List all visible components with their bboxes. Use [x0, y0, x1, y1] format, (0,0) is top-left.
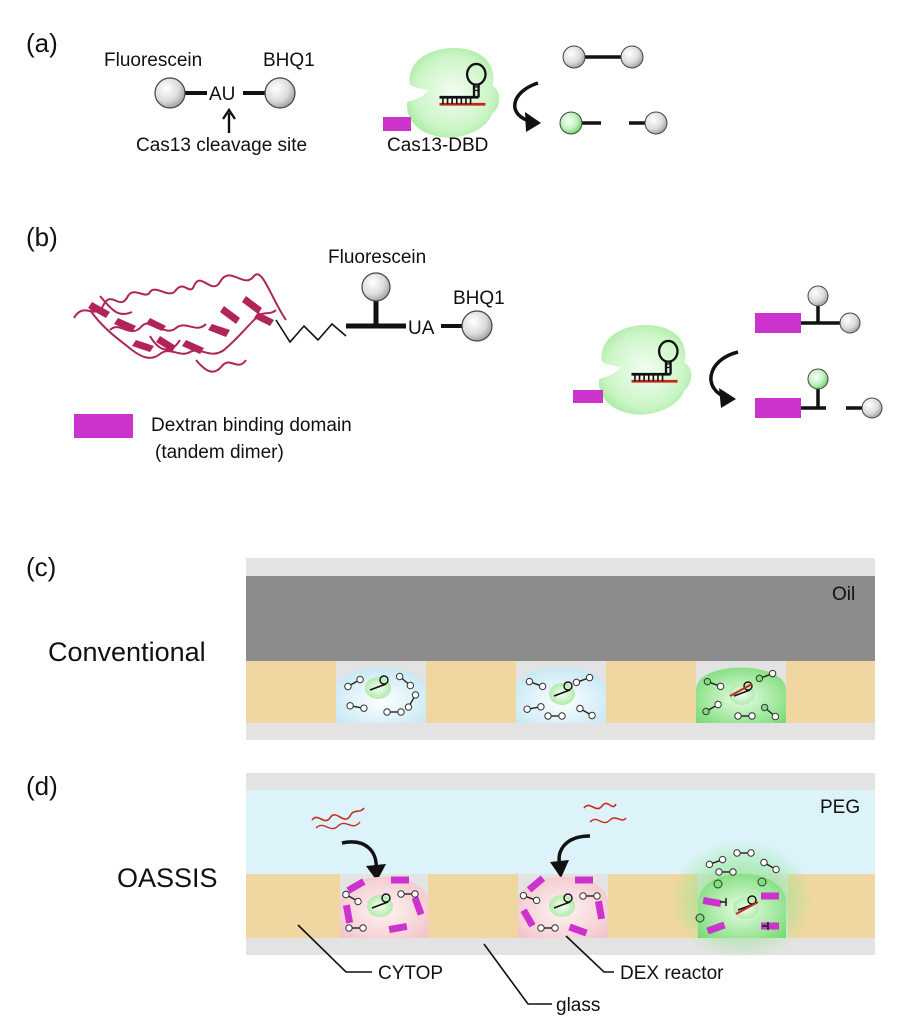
beta-strands	[88, 296, 274, 354]
dex-reactor-2	[518, 875, 608, 938]
panel-b-label: (b)	[26, 222, 58, 252]
cleavage-site-label: Cas13 cleavage site	[136, 135, 307, 156]
oassis-title: OASSIS	[117, 863, 218, 893]
cas13-enzyme-a	[405, 46, 501, 139]
target-rna-1	[311, 807, 365, 822]
intact-tethered-reporter	[755, 285, 861, 334]
cytop-callout: CYTOP	[378, 963, 443, 984]
fluorophore-label-b: Fluorescein	[328, 247, 426, 268]
legend-swatch-dbd	[74, 414, 133, 438]
peg-label: PEG	[820, 797, 860, 818]
legend-label-line1: Dextran binding domain	[151, 415, 352, 436]
dex-reactor-1	[340, 876, 428, 938]
dextran-binding-protein	[73, 273, 287, 373]
droplet-c-3-positive	[696, 667, 786, 723]
dbd-tag-a	[383, 117, 411, 131]
cleavage-letters-b: UA	[408, 318, 435, 339]
cytop-leader-line	[297, 924, 372, 973]
cas13-enzyme-b	[597, 323, 693, 416]
quencher-ball-b	[461, 310, 493, 342]
conventional-title: Conventional	[48, 637, 206, 667]
dex-reactor-3-positive	[670, 840, 814, 960]
panel-a-label: (a)	[26, 28, 58, 58]
oil-label: Oil	[832, 584, 855, 605]
panel-c-label: (c)	[26, 552, 56, 582]
panel-d: (d) OASSIS PEG	[26, 771, 875, 1016]
intact-reporter-a	[562, 45, 644, 69]
cleavage-letters-a: AU	[209, 84, 235, 105]
cleaved-reporter-a	[559, 111, 668, 135]
reporter-probe-a: AU	[154, 77, 296, 109]
droplet-c-1	[336, 667, 426, 723]
glass-callout: glass	[556, 995, 600, 1016]
dex-callout: DEX reactor	[620, 963, 724, 984]
dbd-tag-b	[573, 390, 603, 403]
target-rna-2	[583, 802, 617, 810]
droplet-c-2	[516, 667, 606, 723]
quencher-label-a: BHQ1	[263, 50, 315, 71]
quencher-label-b: BHQ1	[453, 288, 505, 309]
linker-chain	[275, 319, 347, 344]
cytop-walls-c	[246, 661, 875, 723]
legend-label-line2: (tandem dimer)	[155, 442, 284, 463]
reporter-probe-b: UA	[346, 272, 493, 342]
panel-b: (b) UA Fluor	[26, 222, 883, 463]
quencher-ball-a	[264, 77, 296, 109]
enzyme-label-a: Cas13-DBD	[387, 135, 488, 156]
dex-leader-line	[565, 935, 614, 973]
cleavage-reaction-arrow-b	[709, 350, 739, 400]
oil-phase	[246, 576, 875, 661]
panel-a: (a) Fluorescein BHQ1 AU Cas13 cleavage s…	[26, 28, 668, 156]
glass-leader-line	[483, 943, 552, 1005]
fluorophore-label-a: Fluorescein	[104, 50, 202, 71]
cleaved-tethered-reporter	[755, 368, 883, 419]
fluorophore-ball-a	[154, 77, 186, 109]
panel-c: (c) Conventional Oil	[26, 552, 875, 740]
glass-c	[246, 723, 875, 740]
panel-d-label: (d)	[26, 771, 58, 801]
fluorophore-ball-b	[361, 272, 391, 302]
